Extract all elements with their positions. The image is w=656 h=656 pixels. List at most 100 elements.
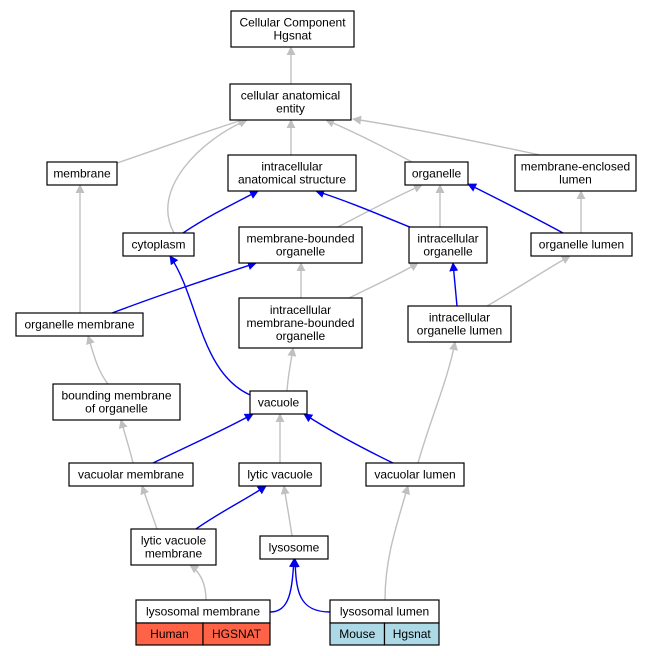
edges-layer	[75, 46, 586, 613]
node-label-line: lysosomal lumen	[340, 605, 429, 619]
edge-lysosome-to-lytic-vacuole	[280, 485, 293, 537]
gene-cell	[383, 622, 440, 646]
node-label-line: lytic vacuole	[141, 534, 207, 548]
node-box	[238, 462, 322, 487]
node-label-line: Cellular Component	[239, 16, 346, 30]
edge-intracellular-organelle-lumen-to-intracellular-organelle	[449, 262, 459, 307]
node-box	[229, 83, 352, 121]
node-box	[407, 305, 512, 343]
gene-cell	[202, 622, 271, 646]
node-box	[408, 226, 488, 264]
node-label-line: organelle membrane	[24, 318, 134, 332]
edge-organelle-lumen-to-organelle	[467, 183, 564, 234]
edge-lytic-vacuole-membrane-to-lytic-vacuole	[195, 485, 267, 530]
node-label-line: vacuolar membrane	[78, 468, 184, 482]
edge-vacuole-to-intracellular-membrane-bounded-organelle	[286, 347, 297, 392]
node-label-line: membrane-bounded	[246, 316, 354, 330]
node-box	[365, 462, 465, 487]
node-label-line: lumen	[559, 173, 592, 187]
edge-intracellular-organelle-to-intracellular-anatomical-structure	[315, 189, 413, 229]
node-label-line: organelle	[276, 329, 326, 343]
edge-membrane-enclosed-lumen-to-cellular-anatomical-entity	[352, 115, 541, 156]
node-label-line: intracellular	[261, 160, 322, 174]
node-label-line: membrane-enclosed	[521, 160, 630, 174]
edge-vacuolar-lumen-to-intracellular-organelle-lumen	[417, 341, 458, 464]
node-cytoplasm[interactable]: cytoplasm	[122, 232, 195, 257]
node-label-line: intracellular	[429, 311, 490, 325]
node-label-line: Hgsnat	[273, 29, 312, 43]
edge-lysosomal-lumen-to-vacuolar-lumen	[384, 485, 411, 601]
species-label: Human	[150, 627, 189, 641]
edge-cytoplasm-to-intracellular-anatomical-structure	[182, 190, 259, 234]
node-vacuolar-lumen[interactable]: vacuolar lumen	[365, 462, 465, 487]
node-label-line: membrane	[53, 167, 111, 181]
node-label-line: anatomical structure	[238, 173, 346, 187]
edge-bounding-membrane-of-organelle-to-organelle-membrane	[86, 335, 109, 385]
edge-vacuolar-membrane-to-bounding-membrane-of-organelle	[118, 419, 134, 464]
node-box	[238, 226, 363, 264]
node-box	[404, 161, 469, 186]
node-label-line: organelle	[412, 167, 462, 181]
node-label-line: of organelle	[85, 402, 148, 416]
edge-lytic-vacuole-membrane-to-vacuolar-membrane	[140, 485, 158, 530]
node-label-line: lysosome	[269, 541, 320, 555]
edge-vacuole-to-cytoplasm	[169, 255, 259, 399]
node-label-line: membrane	[145, 547, 203, 561]
gene-label: HGSNAT	[212, 627, 262, 641]
node-vacuolar-membrane[interactable]: vacuolar membrane	[68, 462, 194, 487]
edge-intracellular-membrane-bounded-organelle-to-intracellular-organelle	[348, 262, 419, 299]
edge-lysosomal-membrane-to-lytic-vacuole-membrane	[189, 564, 207, 601]
node-box	[122, 232, 195, 257]
edge-vacuolar-lumen-to-vacuole	[303, 413, 394, 464]
node-box	[230, 10, 355, 48]
node-label-line: entity	[276, 102, 305, 116]
node-label-line: lytic vacuole	[247, 468, 313, 482]
node-box	[530, 232, 633, 257]
node-organelle-membrane[interactable]: organelle membrane	[15, 312, 144, 337]
node-organelle[interactable]: organelle	[404, 161, 469, 186]
node-box	[259, 535, 329, 560]
node-vacuole[interactable]: vacuole	[249, 390, 308, 415]
node-label-line: vacuole	[258, 396, 300, 410]
edge-lysosomal-membrane-to-lysosome	[269, 558, 298, 613]
node-label-line: intracellular	[270, 303, 331, 317]
node-lysosome[interactable]: lysosome	[259, 535, 329, 560]
node-label-line: cytoplasm	[131, 238, 185, 252]
node-label-line: organelle	[276, 245, 326, 259]
node-lytic-vacuole[interactable]: lytic vacuole	[238, 462, 322, 487]
node-label-line: organelle lumen	[417, 324, 502, 338]
edge-cytoplasm-to-cellular-anatomical-entity	[167, 119, 248, 234]
node-membrane[interactable]: membrane	[46, 161, 118, 186]
node-label-line: organelle	[423, 245, 473, 259]
edge-vacuolar-membrane-to-vacuole	[152, 413, 254, 464]
node-label-line: bounding membrane	[61, 389, 171, 403]
species-label: Mouse	[339, 627, 375, 641]
node-box	[52, 383, 181, 421]
node-label-line: organelle lumen	[539, 238, 624, 252]
node-label-line: vacuolar lumen	[374, 468, 455, 482]
node-box	[249, 390, 308, 415]
node-label-line: membrane-bounded	[246, 232, 354, 246]
node-box	[130, 528, 217, 566]
node-label-line: cellular anatomical	[241, 89, 340, 103]
node-box	[238, 297, 363, 349]
node-box	[227, 154, 357, 192]
gene-label: Hgsnat	[393, 627, 432, 641]
edge-membrane-bounded-organelle-to-organelle	[337, 184, 423, 228]
node-organelle-lumen[interactable]: organelle lumen	[530, 232, 633, 257]
node-label-line: intracellular	[417, 232, 478, 246]
